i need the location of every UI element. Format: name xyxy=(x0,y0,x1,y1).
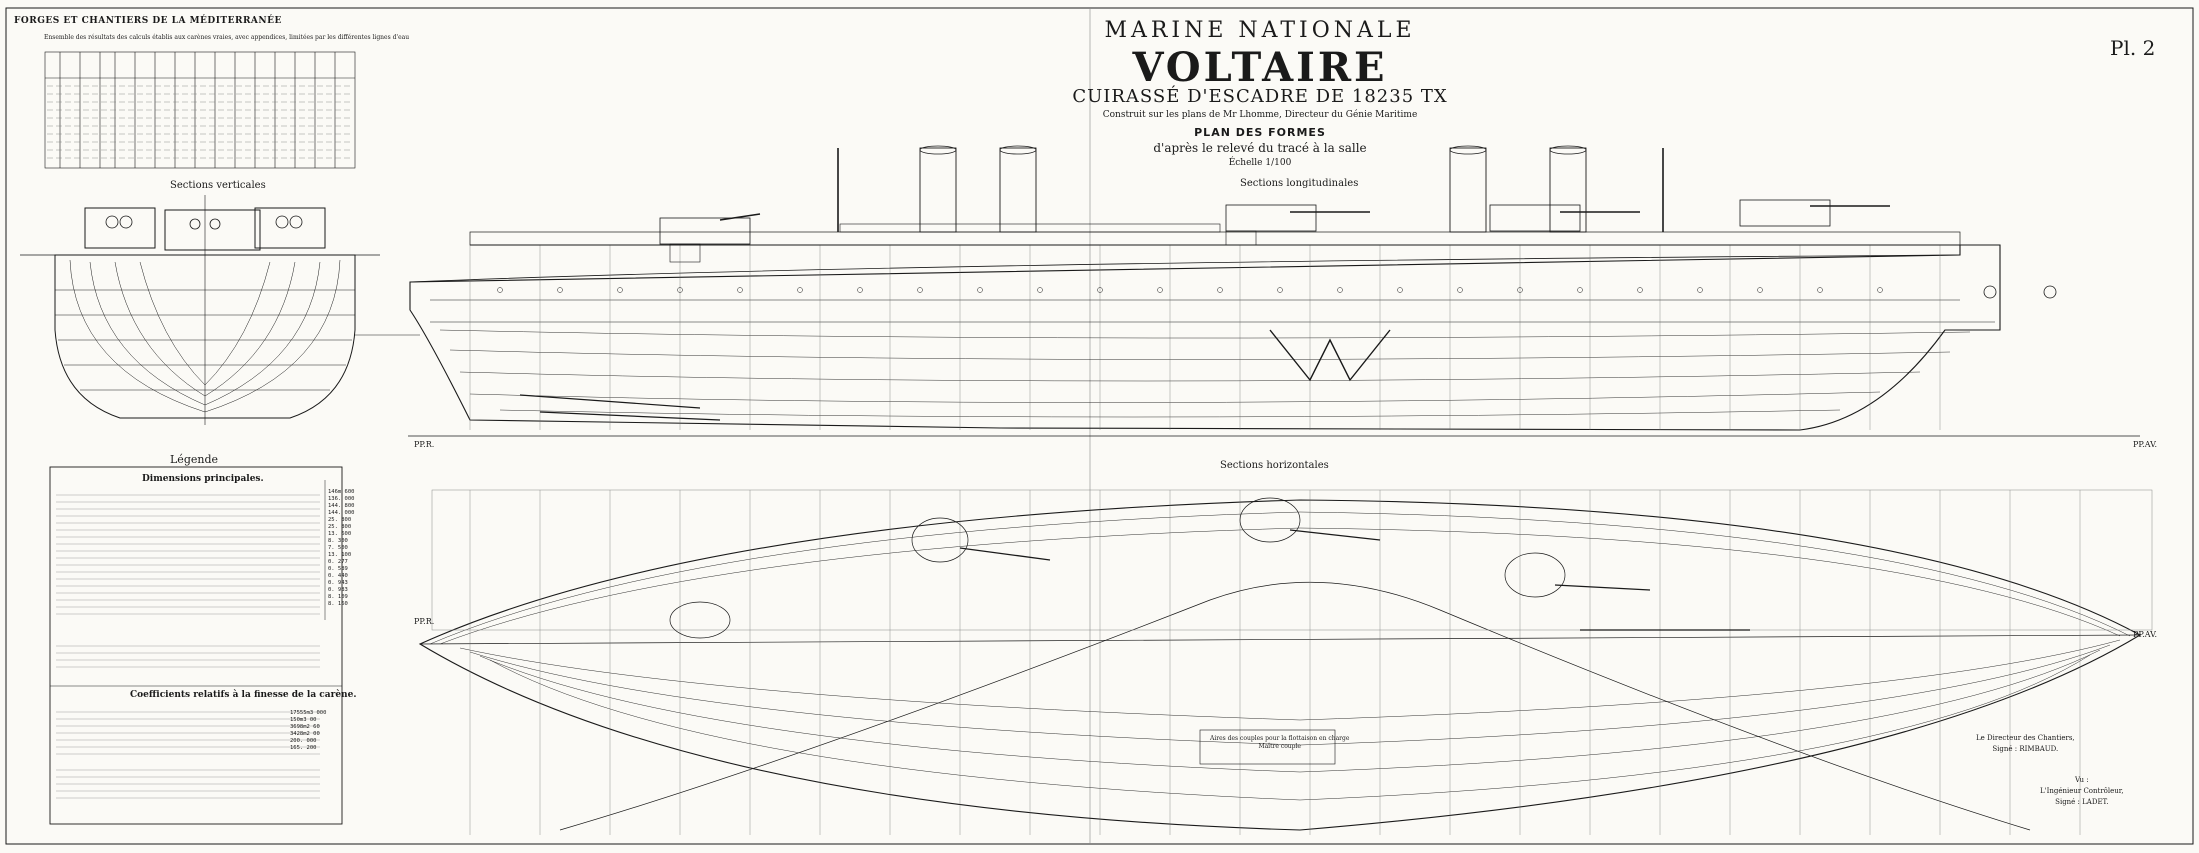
body-plan xyxy=(20,195,420,425)
coefficient-value: 150m3 00 xyxy=(290,717,317,723)
dimension-value: 0. 983 xyxy=(328,587,348,593)
aire-line-2: Maître couple xyxy=(1258,743,1301,750)
ship-name-title: VOLTAIRE xyxy=(1132,44,1388,91)
aire-box xyxy=(1199,729,1336,765)
dimension-value: 13. 600 xyxy=(328,531,352,537)
plan-title: PLAN DES FORMES xyxy=(1194,126,1326,139)
dimension-value: 25. 800 xyxy=(328,517,352,523)
ingenieur-title: L'Ingénieur Contrôleur, xyxy=(2040,787,2124,795)
coefficient-value: 3698m2 60 xyxy=(290,724,320,730)
dimension-value: 8. 160 xyxy=(328,601,348,607)
table-caption: Ensemble des résultats des calculs établ… xyxy=(44,34,410,41)
marine-nationale-heading: MARINE NATIONALE xyxy=(1104,18,1416,43)
ship-class-subtitle: CUIRASSÉ D'ESCADRE DE 18235 TX xyxy=(1072,86,1448,107)
pp-av-marker-lower: PP.AV. xyxy=(2133,630,2157,639)
aire-caption: Aires des couples pour la flottaison en … xyxy=(1210,735,1349,751)
legend-title: Légende xyxy=(170,453,219,466)
funnel xyxy=(919,147,957,233)
ingenieur-signature: Vu : L'Ingénieur Contrôleur, Signé : LAD… xyxy=(2040,775,2124,808)
turret xyxy=(1489,204,1581,232)
half-breadth-plan xyxy=(418,489,2153,835)
turret xyxy=(659,217,751,245)
dimension-value: 8. 300 xyxy=(328,538,348,544)
aire-line-1: Aires des couples pour la flottaison en … xyxy=(1210,735,1350,742)
dimension-value: 144. 800 xyxy=(328,503,355,509)
turret xyxy=(1739,199,1831,227)
coefficient-values: 17555m3 000 150m3 00 3698m2 60 3428m2 00… xyxy=(290,710,326,752)
funnel xyxy=(999,147,1037,233)
funnel xyxy=(1449,147,1487,233)
vu-label: Vu : xyxy=(2074,776,2089,784)
sections-horizontales-label: Sections horizontales xyxy=(1220,460,1329,471)
survey-note: d'après le relevé du tracé à la salle xyxy=(1153,141,1367,155)
ingenieur-name: Signé : LADET. xyxy=(2055,798,2109,806)
coefficients-title: Coefficients relatifs à la finesse de la… xyxy=(130,690,357,700)
dimension-value: 25. 800 xyxy=(328,524,352,530)
coefficient-value: 200. 000 xyxy=(290,738,317,744)
dimension-value: 8. 109 xyxy=(328,594,348,600)
pp-r-marker-lower: PP.R. xyxy=(414,617,435,626)
coefficient-value: 165. 200 xyxy=(290,745,317,751)
dimension-values: 146m 600 136. 000 144. 800 144. 000 25. … xyxy=(328,489,355,608)
legend-box xyxy=(49,466,343,825)
directeur-title: Le Directeur des Chantiers, xyxy=(1976,734,2075,742)
forges-title: FORGES ET CHANTIERS DE LA MÉDITERRANÉE xyxy=(14,16,282,26)
directeur-signature: Le Directeur des Chantiers, Signé : RIMB… xyxy=(1976,733,2075,755)
dimensions-title: Dimensions principales. xyxy=(142,474,264,484)
coefficient-value: 3428m2 00 xyxy=(290,731,320,737)
scale-label: Échelle 1/100 xyxy=(1228,158,1292,168)
dimension-value: 136. 000 xyxy=(328,496,355,502)
dimension-value: 7. 500 xyxy=(328,545,348,551)
sections-longitudinales-label: Sections longitudinales xyxy=(1240,178,1359,189)
dimension-value: 146m 600 xyxy=(328,489,355,495)
pp-av-marker: PP.AV. xyxy=(2133,440,2157,449)
dimension-value: 13. 100 xyxy=(328,552,352,558)
directeur-name: Signé : RIMBAUD. xyxy=(1992,745,2059,753)
pp-r-marker: PP.R. xyxy=(414,440,435,449)
dimension-value: 0. 277 xyxy=(328,559,348,565)
designer-line: Construit sur les plans de Mr Lhomme, Di… xyxy=(1102,110,1418,120)
coefficient-value: 17555m3 000 xyxy=(290,710,327,716)
sheer-plan xyxy=(408,145,2140,437)
dimension-value: 0. 440 xyxy=(328,573,348,579)
sections-verticales-label: Sections verticales xyxy=(170,180,266,191)
calculation-table xyxy=(44,51,356,169)
funnel xyxy=(1549,147,1587,233)
sheet-border xyxy=(5,7,2194,845)
dimension-value: 0. 589 xyxy=(328,566,348,572)
dimension-value: 0. 943 xyxy=(328,580,348,586)
plate-number: Pl. 2 xyxy=(2110,36,2156,60)
dimension-value: 144. 000 xyxy=(328,510,355,516)
turret xyxy=(1225,204,1317,232)
